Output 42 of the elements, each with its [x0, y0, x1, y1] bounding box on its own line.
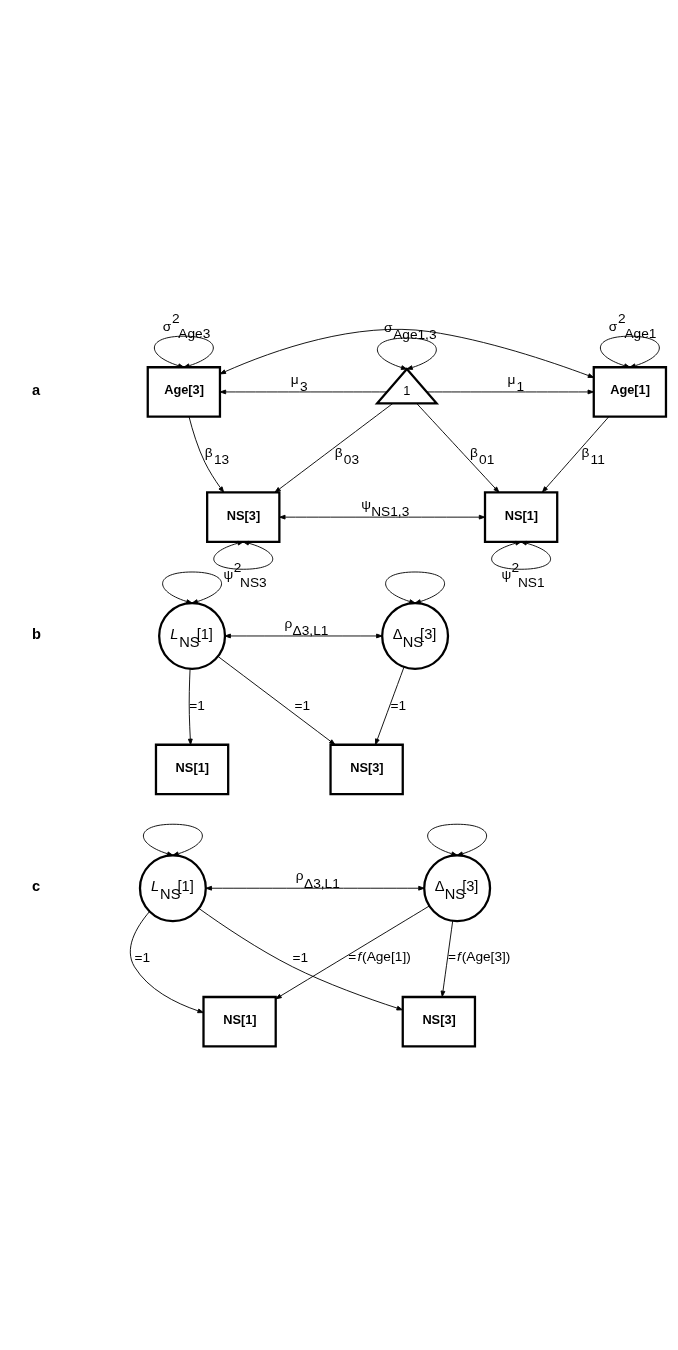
arrow — [213, 540, 274, 570]
arrow — [274, 402, 394, 493]
arrow — [217, 655, 336, 745]
arrow — [162, 571, 222, 604]
node-box: NS[1] — [202, 995, 277, 1047]
arrow — [143, 823, 203, 856]
edge-label: =f(Age[3]) — [447, 948, 511, 964]
arrow — [377, 337, 437, 370]
arrow — [129, 910, 204, 1013]
label: c — [32, 877, 41, 894]
arrow — [600, 335, 660, 368]
arrow — [440, 920, 454, 997]
arrow — [385, 571, 445, 604]
edge-label: =1 — [390, 697, 407, 713]
label: a — [32, 381, 41, 397]
arrow — [219, 389, 388, 394]
node-box: NS[1] — [154, 743, 230, 795]
edge-label: =1 — [134, 949, 151, 965]
edge-label: =1 — [294, 697, 311, 713]
arrow — [416, 402, 500, 493]
arrow — [375, 666, 405, 745]
arrow — [219, 328, 595, 378]
arrow — [541, 415, 610, 493]
arrow — [187, 668, 193, 745]
arrow — [275, 905, 430, 999]
arrow — [426, 389, 594, 394]
edge-label: =f(Age[1]) — [348, 948, 411, 964]
arrow — [198, 907, 403, 1010]
node-box: Age[1] — [592, 365, 668, 418]
arrow — [491, 540, 551, 570]
arrow — [154, 335, 214, 368]
node-box: NS[3] — [401, 995, 477, 1047]
edge-label: =1 — [189, 697, 205, 713]
arrow — [279, 514, 486, 520]
node-box: Age[3] — [146, 365, 222, 418]
arrow — [224, 633, 383, 638]
edge-label: =1 — [292, 949, 309, 965]
arrow — [188, 415, 225, 493]
arrow — [205, 885, 425, 891]
node-box: NS[3] — [329, 743, 404, 795]
arrow — [427, 823, 487, 856]
label: b — [32, 625, 42, 642]
